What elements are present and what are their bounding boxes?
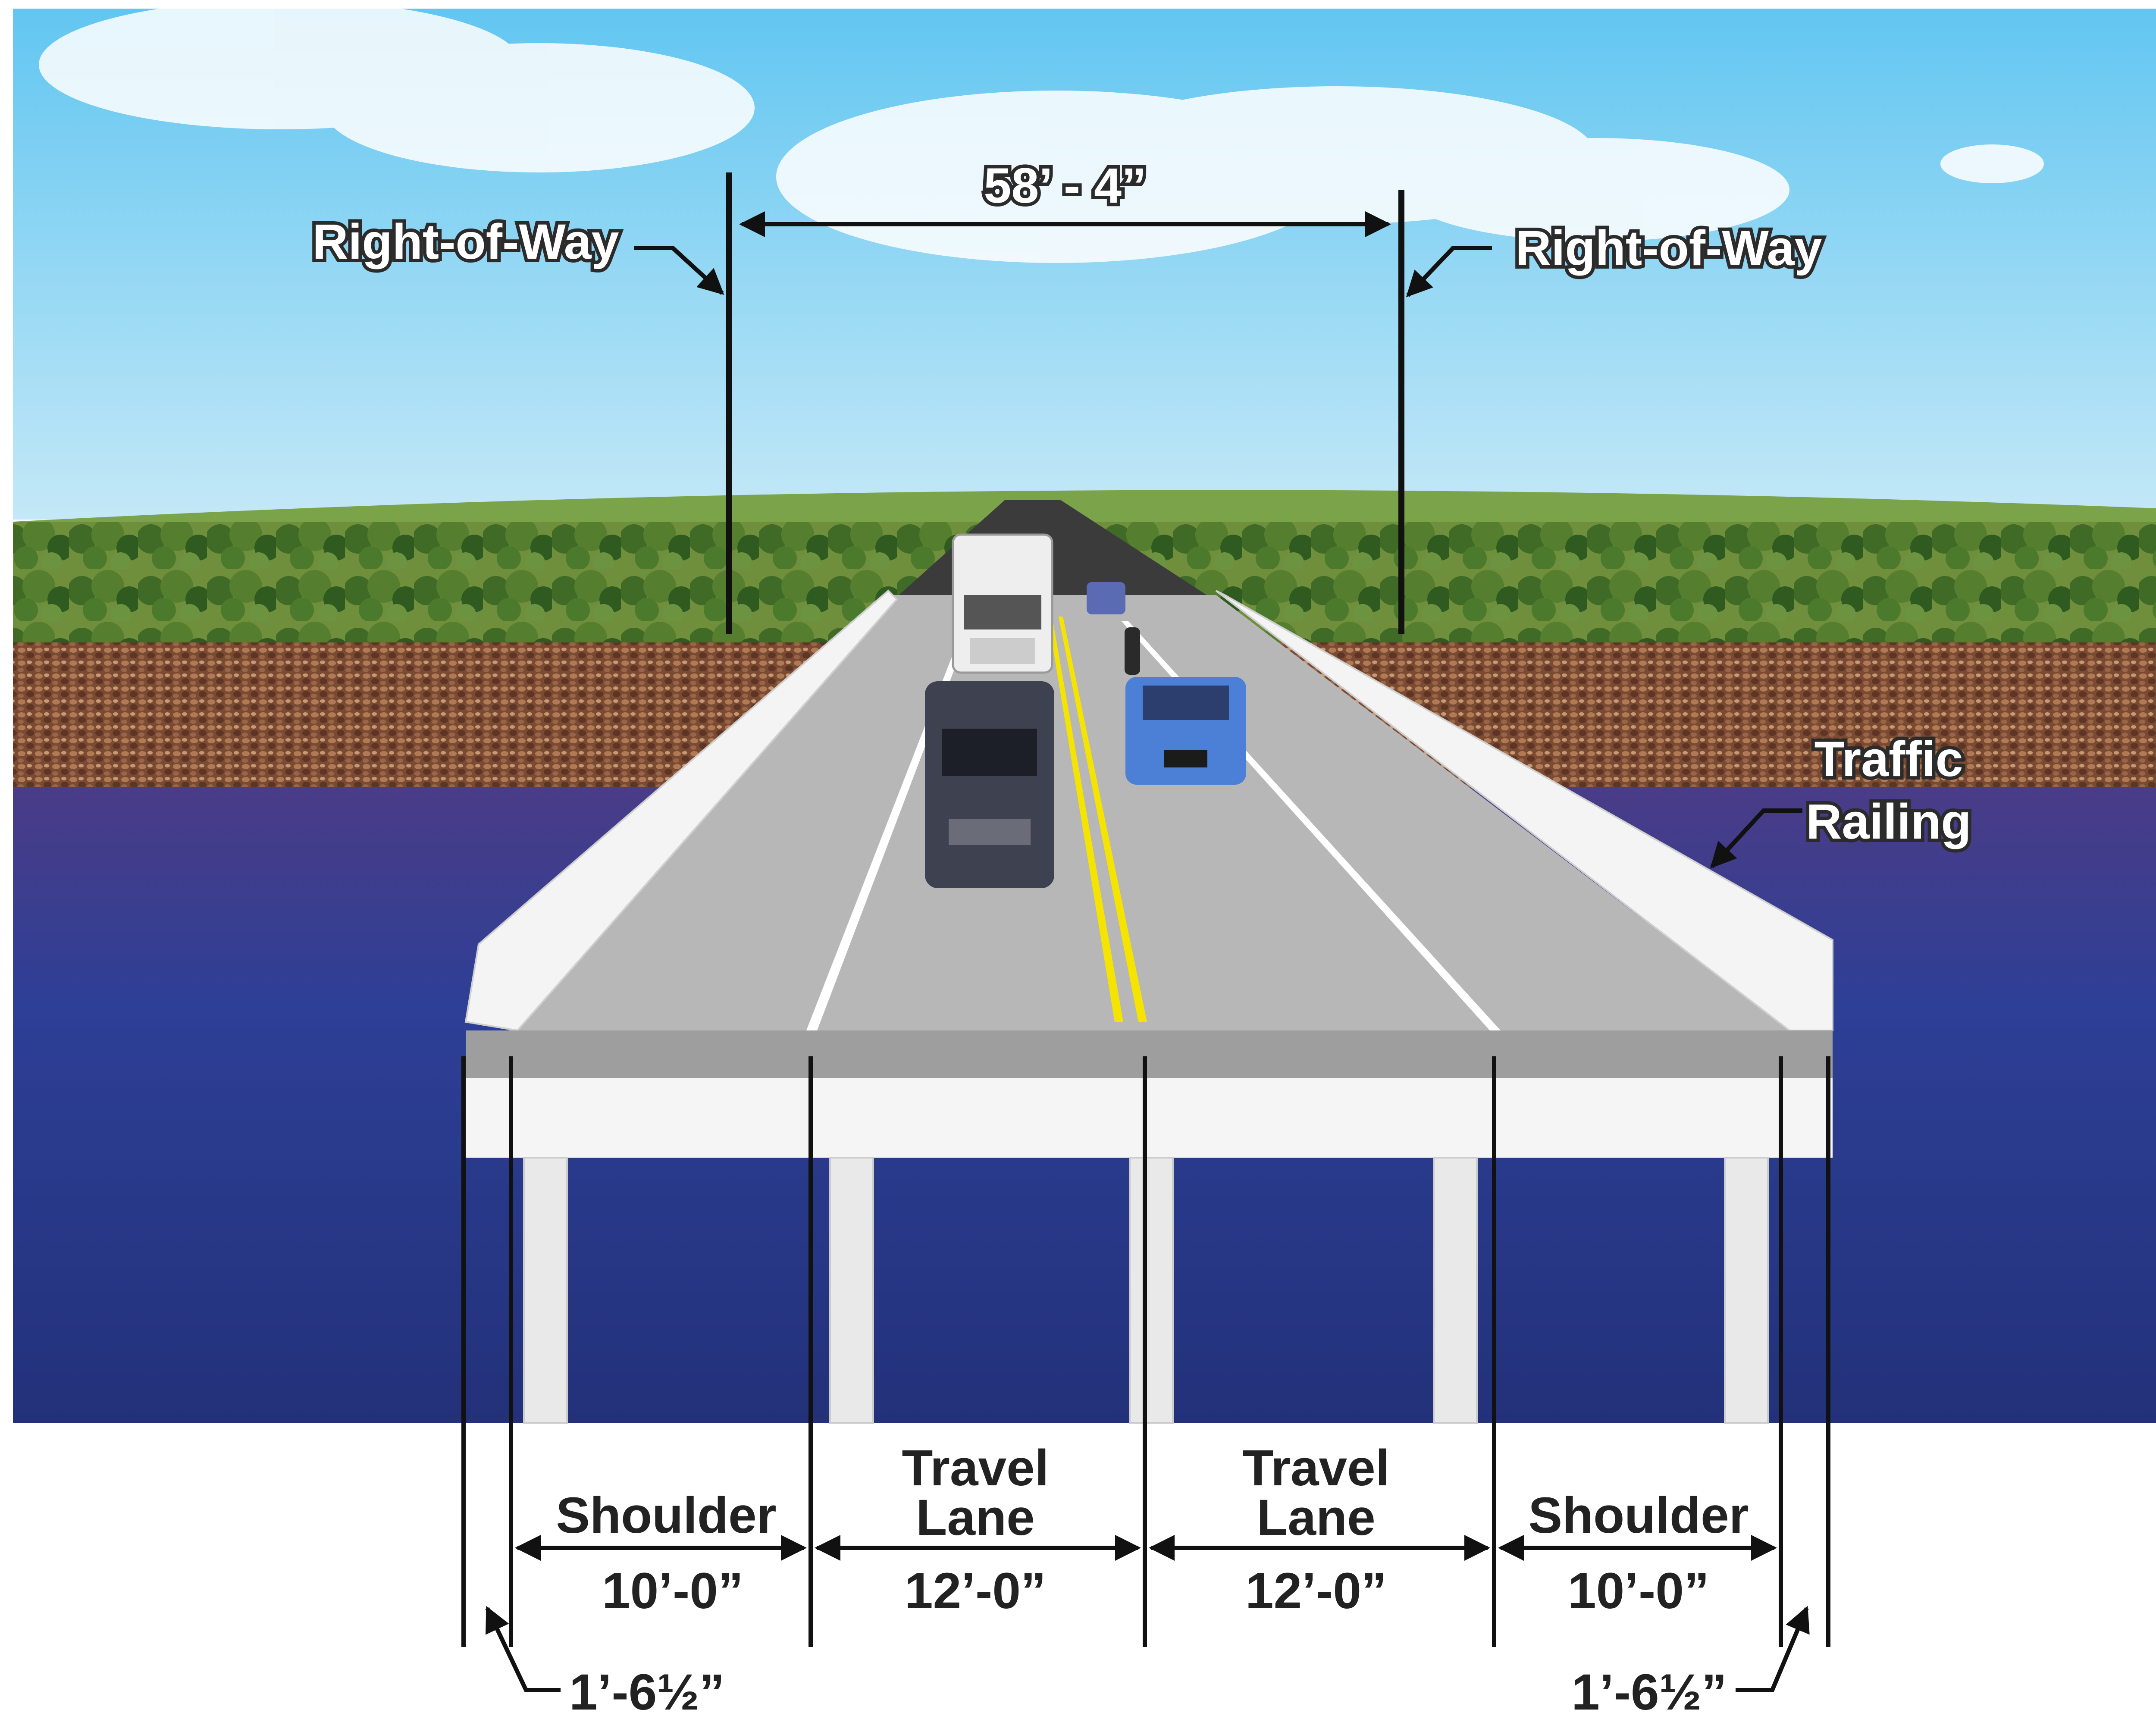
bridge-deck <box>509 595 1789 1030</box>
right-of-way-leader-left <box>634 246 724 295</box>
railing-width-left: 1’-6½” <box>569 1664 725 1716</box>
truck <box>952 533 1053 674</box>
traffic-railing-leader <box>1710 808 1802 869</box>
right-of-way-label-right: Right-of-Way <box>1515 221 1822 276</box>
section-2-name-line2: Lane <box>916 1489 1034 1546</box>
section-4-width: 10’-0” <box>1568 1563 1709 1619</box>
barrier-right <box>1215 590 1833 1031</box>
total-width-label: 58’ - 4” <box>984 158 1146 213</box>
motorcycle <box>1125 627 1140 675</box>
right-of-way-label-left: Right-of-Way <box>312 214 619 269</box>
bridge-girder <box>466 1078 1833 1158</box>
traffic-railing-label-line1: Traffic <box>1814 732 1963 787</box>
piers <box>523 1157 1769 1424</box>
right-of-way-leader-right <box>1406 246 1492 297</box>
barrier-left <box>464 589 898 1032</box>
section-3-name-line1: Travel <box>1242 1440 1389 1497</box>
pickup-truck <box>1125 677 1246 785</box>
traffic-railing-label-line2: Railing <box>1806 794 1971 849</box>
car-distant <box>1087 582 1125 614</box>
deck-edge <box>466 1030 1833 1078</box>
section-4-name: Shoulder <box>1528 1487 1749 1544</box>
railing-width-right: 1’-6½” <box>1571 1664 1727 1716</box>
centerline-yellow-2 <box>1059 617 1147 1022</box>
section-2-width: 12’-0” <box>905 1563 1046 1619</box>
railing-width-leader-left <box>485 1606 561 1692</box>
section-extension-lines <box>461 1056 1830 1647</box>
centerline-yellow-1 <box>1048 617 1123 1022</box>
section-1-width: 10’-0” <box>602 1563 743 1619</box>
van <box>925 681 1054 888</box>
section-2-name-line1: Travel <box>902 1440 1049 1497</box>
railing-width-leader-right <box>1736 1606 1810 1692</box>
section-1-name: Shoulder <box>556 1487 776 1544</box>
section-3-name-line2: Lane <box>1257 1489 1375 1546</box>
clouds <box>39 0 2044 263</box>
section-3-width: 12’-0” <box>1245 1563 1387 1619</box>
